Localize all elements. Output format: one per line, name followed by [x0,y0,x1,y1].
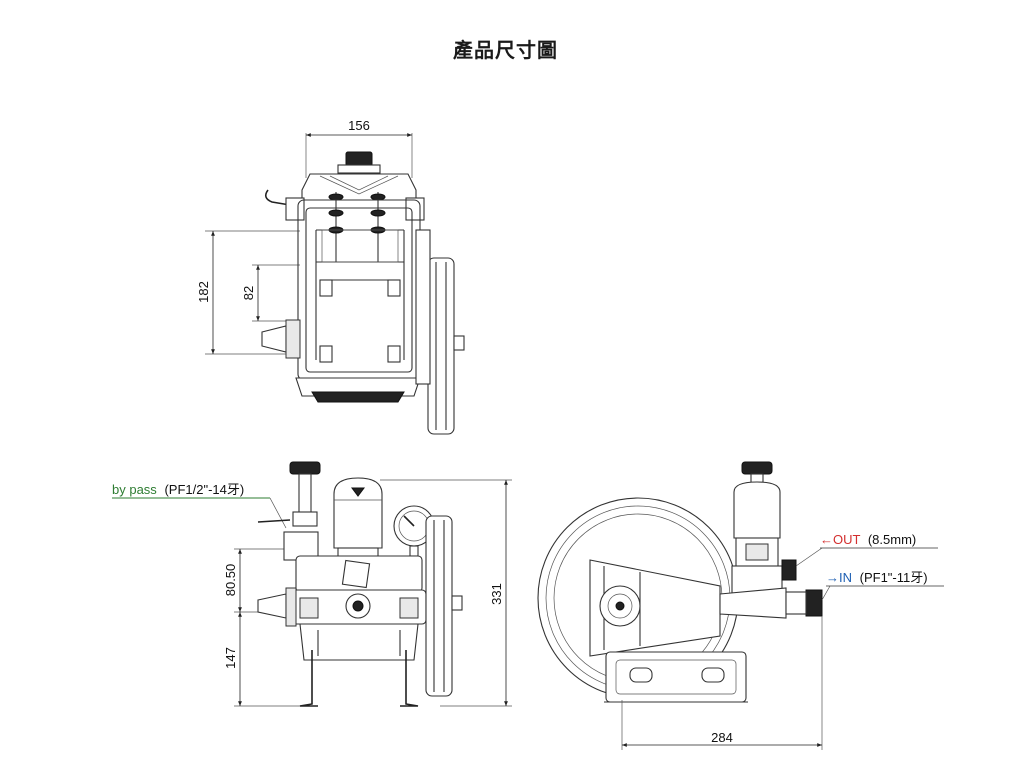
front-view: by pass (PF1/2"-14牙) 80.50 147 331 [112,461,512,707]
bypass-spec: (PF1/2"-14牙) [164,482,244,497]
air-chamber [333,477,383,559]
side-view: ←OUT (8.5mm) →IN (PF1"-11牙) 284 [537,461,944,750]
svg-text:←OUT (8.5mm): ←OUT (8.5mm) [820,532,916,547]
out-spec: (8.5mm) [868,532,916,547]
top-view: 156 182 82 [196,118,465,435]
dim-156: 156 [348,118,370,133]
dim-80-50: 80.50 [223,564,238,597]
svg-text:→IN (PF1"-11牙): →IN (PF1"-11牙) [826,570,928,585]
page-title: 產品尺寸圖 [453,38,558,62]
dim-82: 82 [241,286,256,300]
svg-text:by pass (PF1/2"-14牙): by pass (PF1/2"-14牙) [112,482,244,497]
valve-stack-left [328,192,344,262]
dim-331: 331 [489,583,504,605]
in-label: →IN [826,570,852,585]
in-spec: (PF1"-11牙) [860,570,928,585]
dim-147: 147 [223,647,238,669]
bypass-label: by pass [112,482,157,497]
dim-284: 284 [711,730,733,745]
out-label: ←OUT [820,532,861,547]
pulley-top [415,229,465,435]
valve-stack-right [370,192,386,262]
pulley-front [425,515,463,697]
dim-182: 182 [196,281,211,303]
